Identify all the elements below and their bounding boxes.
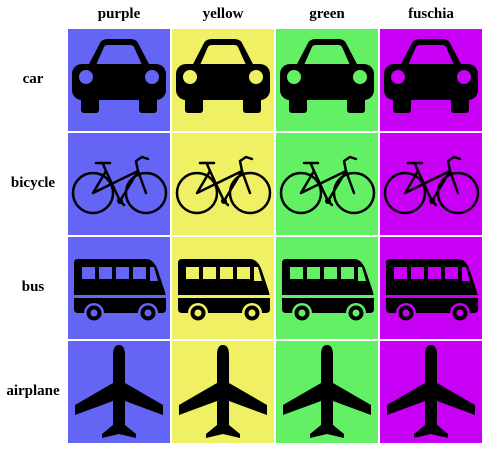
cell-car-green <box>276 29 378 131</box>
cell-airplane-purple <box>68 341 170 443</box>
column-header-purple: purple <box>97 6 141 22</box>
row-header-bicycle: bicycle <box>10 175 56 191</box>
bus-icon <box>68 237 170 339</box>
cell-bicycle-green <box>276 133 378 235</box>
row-header-bus: bus <box>21 279 45 295</box>
column-header-yellow: yellow <box>202 6 244 22</box>
bicycle-icon <box>276 133 378 235</box>
bus-icon <box>380 237 482 339</box>
cell-airplane-fuschia <box>380 341 482 443</box>
bus-icon <box>172 237 274 339</box>
airplane-icon <box>68 341 170 443</box>
cell-car-yellow <box>172 29 274 131</box>
cell-airplane-green <box>276 341 378 443</box>
car-icon <box>172 29 274 131</box>
column-header-green: green <box>309 6 345 22</box>
cell-bicycle-yellow <box>172 133 274 235</box>
bicycle-icon <box>172 133 274 235</box>
cell-bus-purple <box>68 237 170 339</box>
row-header-airplane: airplane <box>6 383 60 399</box>
cell-bus-green <box>276 237 378 339</box>
bus-icon <box>276 237 378 339</box>
cell-bus-fuschia <box>380 237 482 339</box>
row-header-car: car <box>22 71 44 87</box>
cell-bicycle-purple <box>68 133 170 235</box>
bicycle-icon <box>380 133 482 235</box>
bicycle-icon <box>68 133 170 235</box>
airplane-icon <box>276 341 378 443</box>
car-icon <box>380 29 482 131</box>
cell-bicycle-fuschia <box>380 133 482 235</box>
cell-car-fuschia <box>380 29 482 131</box>
car-icon <box>68 29 170 131</box>
cell-bus-yellow <box>172 237 274 339</box>
airplane-icon <box>172 341 274 443</box>
car-icon <box>276 29 378 131</box>
airplane-icon <box>380 341 482 443</box>
cell-airplane-yellow <box>172 341 274 443</box>
column-header-fuschia: fuschia <box>408 6 454 22</box>
cell-car-purple <box>68 29 170 131</box>
